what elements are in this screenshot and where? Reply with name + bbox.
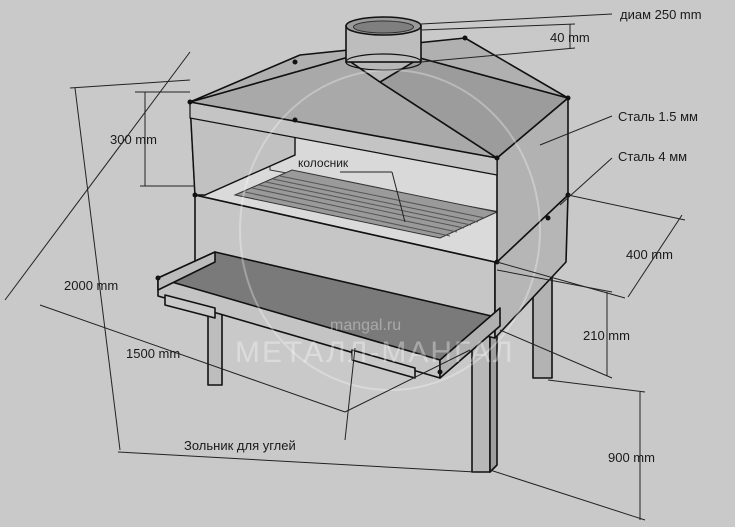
label-ash-tray: Зольник для углей xyxy=(184,438,296,453)
chimney xyxy=(345,16,422,71)
label-hood-opening: 300 mm xyxy=(110,132,157,147)
label-total-height: 2000 mm xyxy=(64,278,118,293)
watermark-brand: МЕТАЛЛ-МАНГАЛ xyxy=(235,336,515,369)
label-ash-tray-height: 210 mm xyxy=(583,328,630,343)
labels: диам 250 mm 40 mm Сталь 1.5 мм Сталь 4 м… xyxy=(64,7,702,465)
dimension-lines xyxy=(4,13,686,521)
ash-tray-handle-left xyxy=(164,294,216,319)
ash-tray-left xyxy=(157,251,216,291)
chimney-inner xyxy=(353,20,414,34)
label-width: 1500 mm xyxy=(126,346,180,361)
label-leg-height: 900 mm xyxy=(608,450,655,465)
label-chimney-diameter: диам 250 mm xyxy=(620,7,702,22)
label-chimney-height: 40 mm xyxy=(550,30,590,45)
label-frame-steel: Сталь 4 мм xyxy=(618,149,687,164)
label-firebox-depth: 400 mm xyxy=(626,247,673,262)
label-sheet-steel: Сталь 1.5 мм xyxy=(618,109,698,124)
ash-tray xyxy=(157,251,501,379)
label-grate: колосник xyxy=(298,156,349,170)
ash-tray-handle-right xyxy=(351,349,416,379)
watermark: mangal.ru МЕТАЛЛ-МАНГАЛ xyxy=(235,69,541,391)
watermark-site: mangal.ru xyxy=(330,317,401,334)
